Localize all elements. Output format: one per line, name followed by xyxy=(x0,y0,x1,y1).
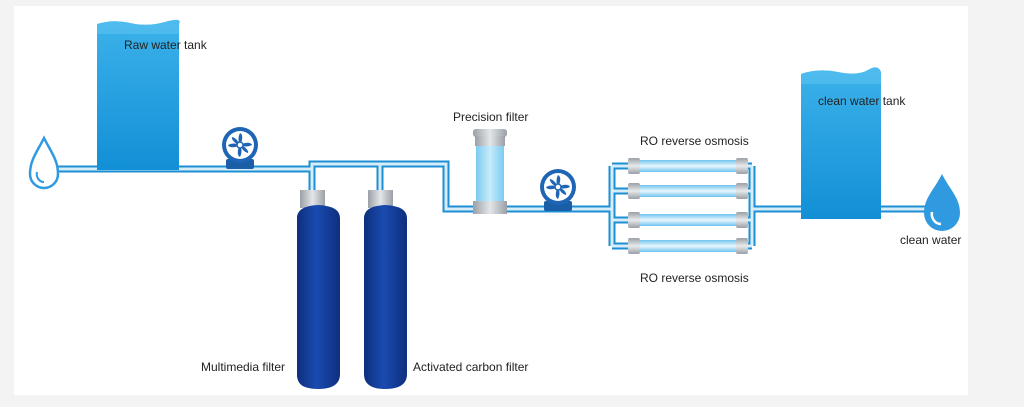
clean-water-tank xyxy=(801,67,881,219)
precision-filter-label: Precision filter xyxy=(453,110,529,124)
water-drop-icon xyxy=(924,174,960,231)
ro-membrane xyxy=(628,158,748,174)
clean-water-tank-label: clean water tank xyxy=(818,94,906,108)
ro-membrane xyxy=(628,183,748,199)
water-drop-icon xyxy=(28,135,60,190)
pump-fan-icon xyxy=(222,127,258,169)
raw-water-tank xyxy=(97,19,180,170)
multimedia-filter-vessel xyxy=(297,190,340,389)
ro-membrane-rack xyxy=(628,158,748,254)
precision-filter-housing xyxy=(473,129,507,214)
ro-bottom-label: RO reverse osmosis xyxy=(640,271,749,285)
ro-membrane xyxy=(628,212,748,228)
multimedia-filter-label: Multimedia filter xyxy=(201,360,286,374)
raw-water-tank-label: Raw water tank xyxy=(124,38,207,52)
activated-carbon-filter-label: Activated carbon filter xyxy=(413,360,529,374)
clean-water-label: clean water xyxy=(900,233,962,247)
ro-membrane xyxy=(628,238,748,254)
activated-carbon-filter-vessel xyxy=(364,190,407,389)
ro-top-label: RO reverse osmosis xyxy=(640,134,749,148)
pump-fan-icon xyxy=(540,169,576,211)
